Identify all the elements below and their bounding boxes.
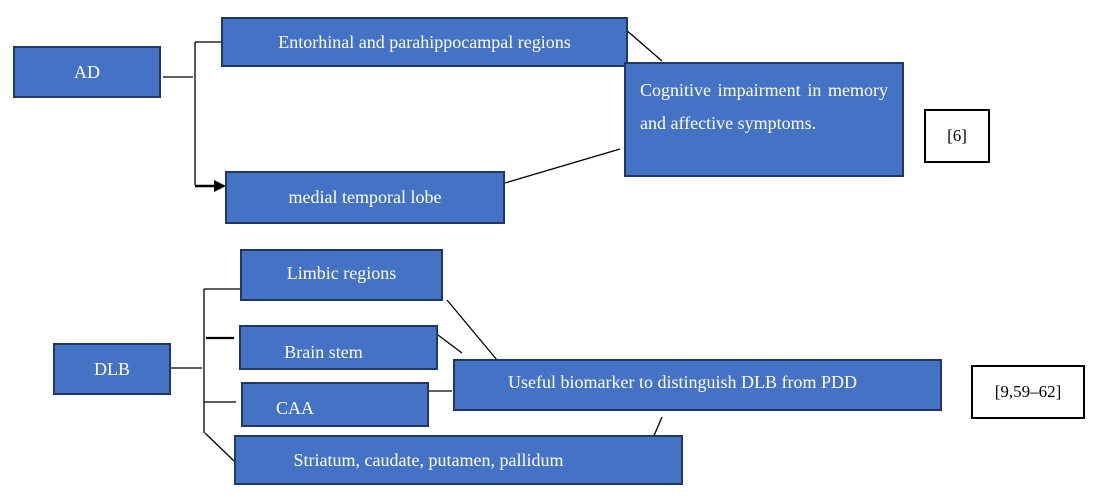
medial-temporal-lobe-node: medial temporal lobe	[225, 171, 505, 224]
connector-brainstem-outcome	[437, 334, 463, 354]
connector-limbic-outcome	[446, 299, 498, 361]
ad-root-node: AD	[13, 46, 161, 98]
limbic-regions-node: Limbic regions	[240, 249, 443, 301]
brain-stem-node: Brain stem	[239, 325, 438, 370]
node-label: Useful biomarker to distinguish DLB from…	[508, 371, 857, 392]
dlb-outcome-node: Useful biomarker to distinguish DLB from…	[453, 359, 942, 411]
node-label: medial temporal lobe	[288, 187, 442, 207]
entorhinal-region-node: Entorhinal and parahippocampal regions	[221, 17, 628, 67]
node-label: DLB	[94, 358, 130, 379]
connector-entorhinal-outcome	[624, 28, 663, 62]
caa-node: CAA	[241, 382, 429, 427]
connector-medial-outcome	[504, 148, 621, 184]
node-label: Brain stem	[284, 342, 363, 362]
arrowhead-icon	[214, 180, 226, 192]
dlb-root-node: DLB	[53, 343, 171, 395]
node-label: Limbic regions	[286, 262, 397, 283]
node-label: Striatum, caudate, putamen, pallidum	[293, 449, 564, 470]
node-label: Cognitive impairment in memory and affec…	[640, 80, 888, 133]
ad-reference-box: [6]	[924, 109, 990, 163]
node-label: Entorhinal and parahippocampal regions	[278, 31, 571, 52]
connector-dlb-branch-4	[204, 432, 235, 462]
reference-label: [6]	[947, 126, 967, 145]
node-label: AD	[74, 61, 100, 82]
ad-outcome-node: Cognitive impairment in memory and affec…	[624, 62, 904, 177]
dlb-reference-box: [9,59–62]	[971, 365, 1085, 419]
reference-label: [9,59–62]	[994, 382, 1062, 401]
striatum-node: Striatum, caudate, putamen, pallidum	[234, 435, 683, 485]
node-label: CAA	[275, 398, 314, 418]
